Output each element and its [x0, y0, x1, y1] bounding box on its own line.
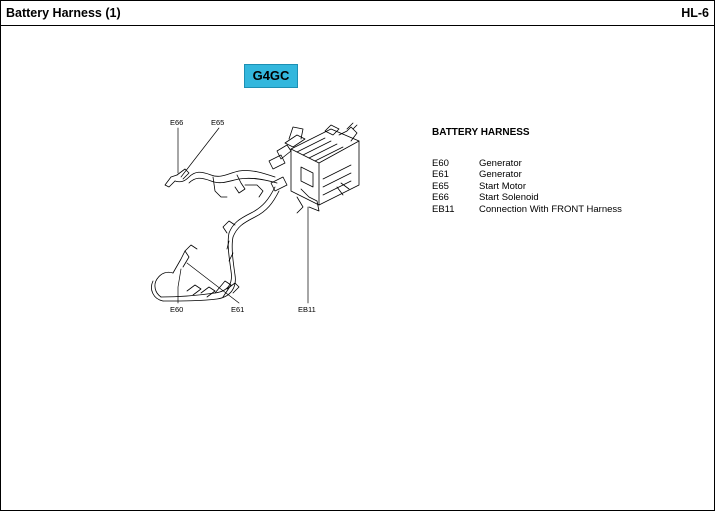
engine-code-badge: G4GC [244, 64, 298, 88]
page-header: Battery Harness (1) HL-6 [1, 1, 714, 26]
legend-code: E65 [432, 180, 449, 192]
legend-code: E60 [432, 157, 449, 169]
connector-legend: BATTERY HARNESS E60 Generator E61 Genera… [432, 127, 622, 216]
callout-e60: E60 [170, 305, 183, 314]
page-title: Battery Harness (1) [6, 6, 121, 20]
main-harness-cable [151, 186, 280, 302]
callout-e65: E65 [211, 118, 224, 127]
callout-e61: E61 [231, 305, 244, 314]
legend-row: EB11 Connection With FRONT Harness [432, 204, 622, 216]
page-number: HL-6 [681, 6, 709, 20]
legend-description: Generator [479, 157, 522, 169]
legend-row: E60 Generator [432, 158, 622, 170]
legend-row: E61 Generator [432, 169, 622, 181]
legend-description: Connection With FRONT Harness [479, 203, 622, 215]
battery-illustration [268, 122, 360, 214]
callout-e66: E66 [170, 118, 183, 127]
legend-heading: BATTERY HARNESS [432, 127, 530, 138]
legend-row: E65 Start Motor [432, 181, 622, 193]
legend-description: Generator [479, 169, 522, 181]
legend-code: E66 [432, 192, 449, 204]
legend-code: EB11 [432, 203, 455, 215]
upper-harness-cable [164, 168, 278, 262]
callout-eb11: EB11 [298, 305, 316, 314]
legend-description: Start Solenoid [479, 192, 539, 204]
leader-lines [177, 127, 309, 304]
legend-row: E66 Start Solenoid [432, 192, 622, 204]
legend-description: Start Motor [479, 180, 526, 192]
legend-code: E61 [432, 169, 449, 181]
